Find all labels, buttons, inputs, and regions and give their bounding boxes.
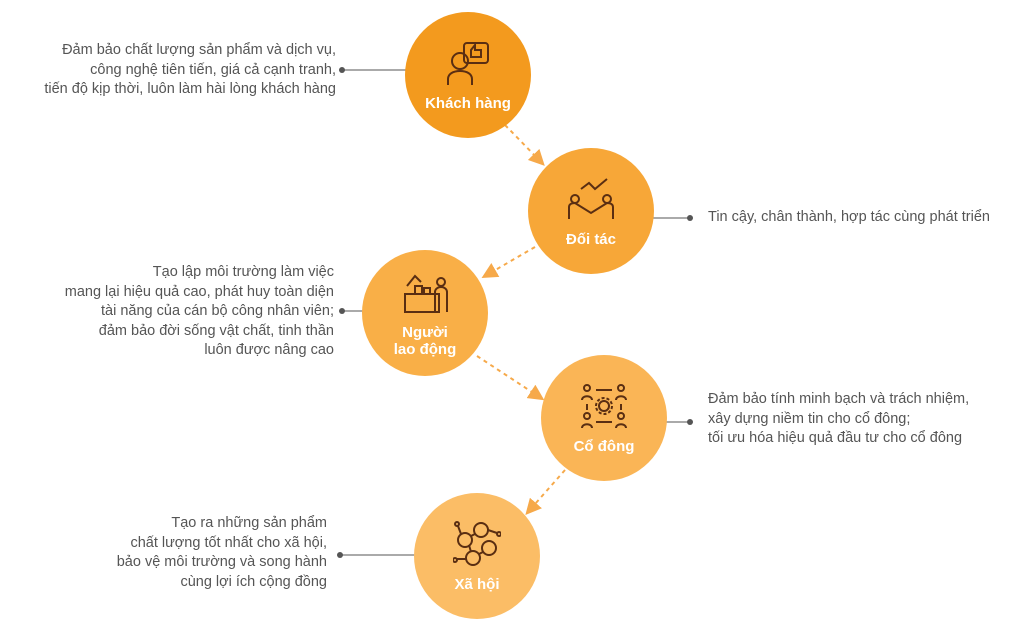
arrow-4	[525, 469, 566, 516]
node-shareholders: Cổ đông	[541, 355, 667, 481]
customers-description: Đảm bảo chất lượng sản phẩm và dịch vụ, …	[44, 42, 336, 97]
node-partners: Đối tác	[528, 148, 654, 274]
society-description: Tạo ra những sản phẩm chất lượng tốt nhấ…	[116, 515, 327, 590]
handshake-growth-icon	[568, 177, 614, 219]
shareholders-description: Đảm bảo tính minh bạch và trách nhiệm, x…	[708, 391, 970, 446]
node-customers: Khách hàng	[405, 12, 531, 138]
employees-description: Tạo lập môi trường làm việc mang lại hiệ…	[64, 264, 334, 358]
shareholders-gear-icon	[581, 383, 627, 428]
node-label: Người lao động	[393, 324, 457, 358]
node-employees: Người lao động	[362, 250, 488, 376]
arrow-2	[481, 246, 536, 279]
node-society: Xã hội	[414, 493, 540, 619]
arrow-3	[476, 355, 545, 401]
arrow-1	[504, 124, 545, 166]
partners-description: Tin cậy, chân thành, hợp tác cùng phát t…	[708, 209, 990, 225]
factory-worker-icon	[404, 274, 448, 313]
node-label: Xã hội	[454, 575, 500, 593]
node-label: Cổ đông	[573, 437, 635, 455]
node-label: Đối tác	[565, 230, 616, 248]
node-label: Khách hàng	[425, 94, 511, 112]
customer-thumbs-up-icon	[447, 41, 489, 85]
social-network-icon	[453, 520, 501, 566]
